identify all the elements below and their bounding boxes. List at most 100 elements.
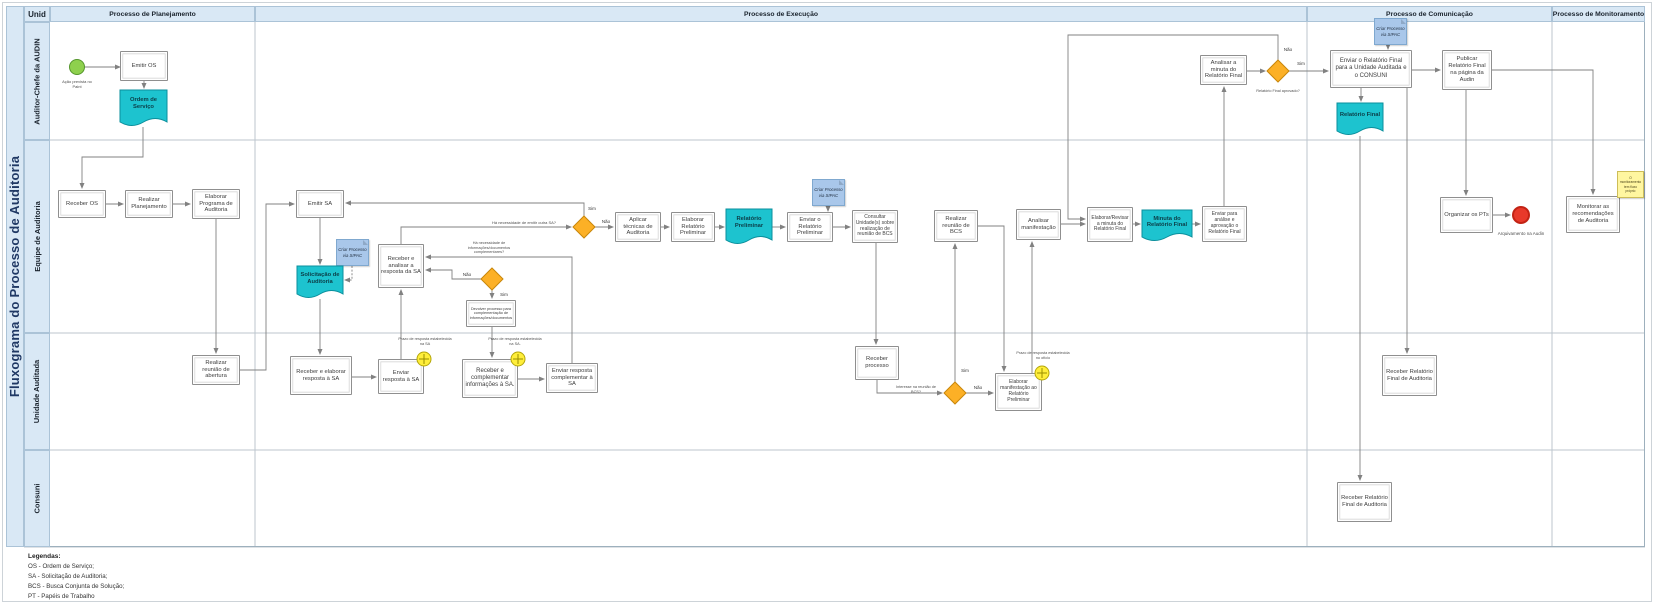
task-realizar-planejamento: Realizar Planejamento bbox=[125, 190, 173, 218]
gw-complementares-nao: Não bbox=[458, 271, 476, 278]
task-reuniao-bcs: Realizar reunião de BCS bbox=[934, 210, 978, 242]
sticky-note-monitoramento: O monitoramento tem fluxo próprio bbox=[1617, 171, 1644, 198]
doc-ordem-servico-label: Ordem de Serviço bbox=[129, 97, 158, 111]
gw-complementares-label-text: Há necessidade de informações/documentos… bbox=[467, 240, 511, 255]
task-consultar-unidades-label: Consultar Unidade(s) sobre realização de… bbox=[855, 213, 895, 238]
task-elaborar-manifestacao-label: Elaborar manifestação ao Relatório Preli… bbox=[1000, 379, 1037, 403]
gw-aprovado-label: Relatório Final aprovado? bbox=[1256, 85, 1300, 97]
task-elaborar-programa: Elaborar Programa de Auditoria bbox=[192, 189, 240, 219]
unit-header-cell: Unid bbox=[24, 6, 50, 22]
diagram-title-text: Fluxograma do Processo de Auditoria bbox=[7, 155, 23, 398]
end-event bbox=[1512, 206, 1530, 224]
task-elaborar-manifestacao: Elaborar manifestação ao Relatório Preli… bbox=[995, 373, 1042, 411]
task-elaborar-rel-preliminar-label: Elaborar Relatório Preliminar bbox=[679, 216, 707, 237]
task-receber-elaborar-resposta-label: Receber e elaborar resposta à SA bbox=[296, 368, 346, 382]
task-elaborar-revisar-minuta: Elaborar/Revisar a minuta do Relatório F… bbox=[1087, 207, 1133, 242]
gw-complementares-nao-text: Não bbox=[462, 271, 472, 277]
timer-cross bbox=[1037, 368, 1047, 378]
task-receber-analisar-sa: Receber e analisar a resposta da SA bbox=[378, 244, 424, 288]
phase-header-label: Processo de Monitoramento bbox=[1552, 10, 1645, 18]
doc-relatorio-preliminar-label: Relatório Preliminar bbox=[734, 216, 764, 230]
lane-label-0: Auditor-Chefe da AUDIN bbox=[24, 22, 50, 140]
gw-interesse-bcs-sim: Sim bbox=[957, 367, 973, 374]
gw-interesse-bcs bbox=[943, 381, 967, 405]
task-receber-processo-label: Receber processo bbox=[865, 356, 889, 369]
phase-header-0: Processo de Planejamento bbox=[50, 6, 255, 22]
doc-minuta-relatorio-final-label: Minuta do Relatório Final bbox=[1146, 215, 1188, 229]
lane-label-2: Unidade Auditada bbox=[24, 333, 50, 450]
gw-outra-sa-label-text: Há necessidade de emitir outra SA? bbox=[491, 219, 557, 225]
gateway-diamond-shape bbox=[572, 215, 596, 239]
start-event-label: Ação prevista no Paint bbox=[62, 77, 92, 91]
task-emitir-sa: Emitir SA bbox=[296, 190, 344, 218]
gw-aprovado-sim-text: Sim bbox=[1297, 60, 1305, 66]
sticky-note-monitoramento-text: O monitoramento tem fluxo próprio bbox=[1619, 175, 1642, 193]
phase-header-label: Processo de Planejamento bbox=[109, 10, 196, 18]
timer-resposta-sa-label-text: Prazo de resposta estabelecida na SA bbox=[398, 336, 452, 346]
task-enviar-rel-final-label: Enviar o Relatório Final para a Unidade … bbox=[1335, 58, 1407, 79]
timer-oficio-label: Prazo de resposta estabelecida no ofício bbox=[1016, 349, 1070, 362]
gw-complementares-sim: Sim bbox=[495, 291, 513, 298]
gw-interesse-bcs-nao-text: Não bbox=[973, 384, 983, 390]
task-receber-os-label: Receber OS bbox=[66, 200, 98, 207]
legend-item: SA - Solicitação de Auditoria; bbox=[28, 573, 108, 581]
lane-label-1: Equipe de Auditoria bbox=[24, 140, 50, 333]
task-enviar-resposta-sa-label: Enviar resposta à SA bbox=[382, 369, 420, 383]
lane-label-3: Consuni bbox=[24, 450, 50, 547]
task-elaborar-revisar-minuta-label: Elaborar/Revisar a minuta do Relatório F… bbox=[1091, 214, 1129, 233]
gw-complementares bbox=[480, 267, 504, 291]
doc-solicitacao-auditoria-label: Solicitação de Auditoria bbox=[300, 271, 340, 285]
document-shape bbox=[1141, 209, 1193, 241]
task-organizar-pts-label: Organizar os PTs bbox=[1444, 211, 1489, 218]
phase-header-label: Processo de Comunicação bbox=[1386, 10, 1473, 18]
gateway-diamond-shape bbox=[1266, 59, 1290, 83]
document-shape bbox=[1336, 102, 1384, 135]
gw-outra-sa-sim-text: Sim bbox=[588, 205, 596, 211]
note-sipac-1-text: Criar Processo via SIPAC bbox=[338, 246, 367, 258]
lane-label-text: Auditor-Chefe da AUDIN bbox=[32, 37, 42, 125]
doc-minuta-relatorio-final: Minuta do Relatório Final bbox=[1141, 209, 1193, 242]
unit-header-text: Unid bbox=[28, 9, 46, 19]
start-event bbox=[69, 59, 85, 75]
gateway-diamond-shape bbox=[943, 381, 967, 405]
task-enviar-rel-preliminar-label: Enviar o Relatório Preliminar bbox=[796, 216, 824, 237]
task-receber-complementar: Receber e complementar informações à SA. bbox=[462, 359, 518, 398]
end-event-label: Arquivamento na Audin bbox=[1496, 227, 1546, 240]
gw-outra-sa-label: Há necessidade de emitir outra SA? bbox=[478, 218, 570, 226]
legend-item: BCS - Busca Conjunta de Solução; bbox=[28, 582, 125, 590]
gw-complementares-sim-text: Sim bbox=[500, 291, 508, 297]
task-receber-complementar-label: Receber e complementar informações à SA. bbox=[465, 367, 515, 389]
gw-interesse-bcs-label-text: Interesse na reunião de BCS? bbox=[896, 385, 936, 394]
gw-aprovado bbox=[1266, 59, 1290, 83]
task-receber-rf-unidade: Receber Relatório Final de Auditoria bbox=[1382, 355, 1437, 396]
task-receber-rf-unidade-label: Receber Relatório Final de Auditoria bbox=[1386, 368, 1433, 382]
task-analisar-minuta-label: Analisar a minuta do Relatório Final bbox=[1204, 59, 1243, 80]
task-consultar-unidades: Consultar Unidade(s) sobre realização de… bbox=[852, 210, 898, 243]
note-sipac-2: Criar Processo via SIPAC bbox=[812, 179, 845, 206]
start-event-label-text: Ação prevista no Paint bbox=[62, 79, 92, 89]
task-enviar-rel-preliminar: Enviar o Relatório Preliminar bbox=[787, 212, 833, 242]
task-monitorar: Monitorar as recomendações de Auditoria bbox=[1566, 196, 1620, 233]
gw-complementares-label: Há necessidade de informações/documentos… bbox=[456, 239, 522, 257]
timer-complementar-icon bbox=[510, 351, 526, 367]
task-organizar-pts: Organizar os PTs bbox=[1440, 197, 1493, 233]
gw-interesse-bcs-sim-text: Sim bbox=[961, 367, 969, 373]
gateway-diamond-shape bbox=[480, 267, 504, 291]
task-reuniao-bcs-label: Realizar reunião de BCS bbox=[942, 215, 970, 236]
legend-item: PT - Papéis de Trabalho bbox=[28, 592, 95, 600]
gw-aprovado-label-text: Relatório Final aprovado? bbox=[1256, 88, 1300, 93]
timer-cross bbox=[419, 354, 429, 364]
task-receber-processo: Receber processo bbox=[855, 346, 899, 380]
task-receber-elaborar-resposta: Receber e elaborar resposta à SA bbox=[290, 356, 352, 395]
task-reuniao-abertura: Realizar reunião de abertura bbox=[192, 355, 240, 385]
gw-aprovado-nao-text: Não bbox=[1283, 46, 1293, 52]
timer-resposta-sa-icon bbox=[416, 351, 432, 367]
gw-aprovado-sim: Sim bbox=[1293, 60, 1309, 67]
gw-outra-sa-nao: Não bbox=[598, 218, 614, 225]
task-enviar-analise-aprovacao-label: Enviar para análise e aprovação o Relató… bbox=[1208, 211, 1241, 235]
note-sipac-2-text: Criar Processo via SIPAC bbox=[814, 186, 843, 198]
document-shape bbox=[725, 208, 773, 244]
task-publicar-rel-final: Publicar Relatório Final na página da Au… bbox=[1442, 50, 1492, 90]
task-enviar-rel-final: Enviar o Relatório Final para a Unidade … bbox=[1330, 50, 1412, 88]
